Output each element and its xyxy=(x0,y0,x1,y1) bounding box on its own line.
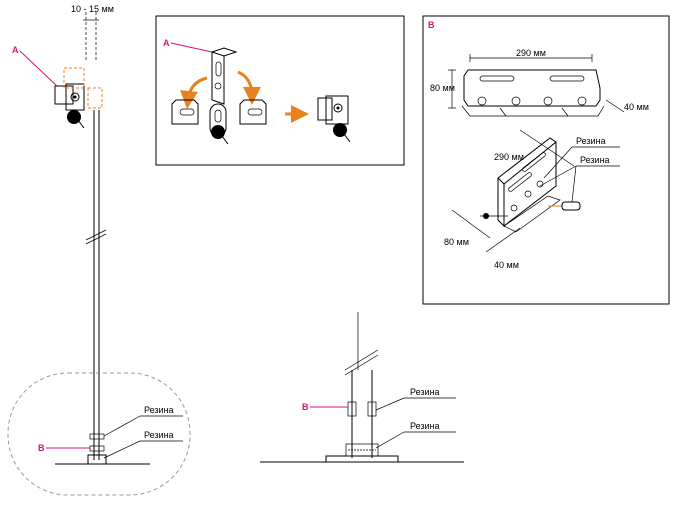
dim-290-top: 290 мм xyxy=(516,48,546,58)
bracket-assembly-inset: A xyxy=(155,15,405,166)
rubber-label-2: Резина xyxy=(144,430,174,440)
main-pole-assembly: 10 - 15 мм A Резина Резина xyxy=(7,4,191,496)
rubber-label-3: Резина xyxy=(576,136,606,146)
label-b-inset: B xyxy=(428,20,435,30)
base-detail-view: B Резина Резина xyxy=(260,312,464,463)
label-b-main: B xyxy=(38,443,45,453)
highlight-box xyxy=(63,67,85,89)
label-a-main: A xyxy=(12,45,19,55)
dim-80-iso: 80 мм xyxy=(444,237,469,247)
label-a-inset: A xyxy=(163,38,170,48)
rubber-label-5: Резина xyxy=(410,387,440,397)
base-bracket-inset: B 290 мм 80 мм 40 мм xyxy=(422,15,670,305)
rubber-label-6: Резина xyxy=(410,421,440,431)
base-detail-region xyxy=(7,372,191,496)
rubber-label-4: Резина xyxy=(580,155,610,165)
dim-290-iso: 290 мм xyxy=(494,152,524,162)
dim-80-top: 80 мм xyxy=(430,83,455,93)
dim-40-top: 40 мм xyxy=(624,102,649,112)
label-b-right: B xyxy=(302,402,309,412)
gap-dimension-label: 10 - 15 мм xyxy=(71,4,114,14)
dim-40-iso: 40 мм xyxy=(494,260,519,270)
rubber-label-1: Резина xyxy=(144,405,174,415)
